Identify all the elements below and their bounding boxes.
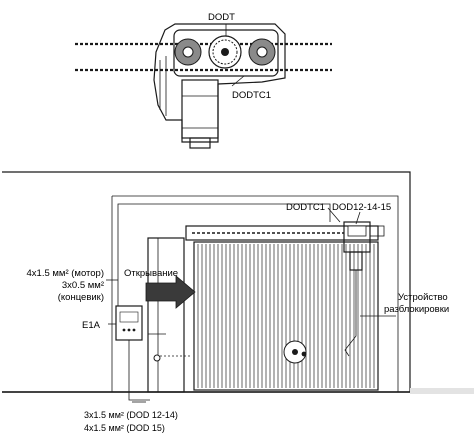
label-cable-limit-1: 3x0.5 мм²	[62, 280, 104, 291]
opening-arrow	[145, 275, 196, 309]
side-pillar	[147, 237, 185, 393]
top-rail	[185, 225, 379, 241]
drive-chain	[75, 42, 332, 72]
leader-dodtc1-top	[231, 75, 245, 87]
right-sprocket	[248, 38, 276, 66]
release-cord	[344, 270, 357, 357]
label-cable-bottom-1: 3x1.5 мм² (DOD 12-14)	[84, 410, 178, 420]
cable-floor-run	[128, 340, 150, 401]
label-e1a: E1A	[82, 320, 101, 331]
label-release-2: разблокировки	[384, 304, 449, 315]
center-sprocket	[208, 35, 242, 69]
label-opening: Открывание	[124, 268, 178, 279]
leader-dod-model	[355, 211, 361, 225]
label-cable-motor: 4x1.5 мм² (мотор)	[27, 268, 105, 279]
label-dod-model: DOD12-14-15	[332, 202, 391, 213]
motor-cylinder	[181, 79, 219, 139]
label-dodtc1-bottom: DODTC1	[286, 202, 325, 213]
left-sprocket	[174, 38, 202, 66]
gate-leaf	[193, 241, 379, 391]
label-release-1: Устройство	[398, 292, 448, 303]
leader-dodtc1-bottom	[327, 207, 341, 223]
label-dodtc1-top: DODTC1	[232, 90, 271, 101]
label-cable-bottom-2: 4x1.5 мм² (DOD 15)	[84, 423, 165, 433]
label-cable-limit-2: (концевик)	[58, 292, 104, 303]
gate-handle	[283, 340, 307, 364]
installation-view	[2, 171, 474, 403]
cable-motor-run	[117, 203, 331, 306]
label-dodt: DODT	[208, 12, 235, 23]
motor-detail-view: DODT DODTC1	[75, 12, 332, 149]
control-box-e1a	[115, 305, 143, 341]
